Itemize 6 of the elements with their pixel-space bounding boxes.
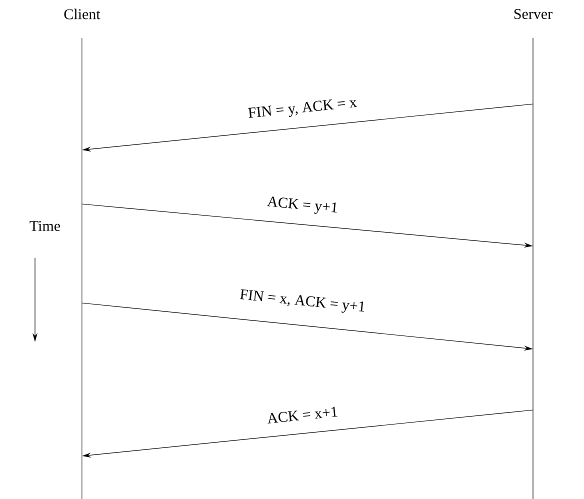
edge-label: ACK = x+1 xyxy=(266,405,340,425)
lifeline: Client xyxy=(64,8,100,499)
edge-label: FIN = x, ACK = y+1 xyxy=(238,288,368,316)
edge-label: ACK = y+1 xyxy=(265,195,340,217)
lifeline: Server xyxy=(514,8,552,499)
edge-label: FIN = y, ACK = x xyxy=(246,96,359,122)
